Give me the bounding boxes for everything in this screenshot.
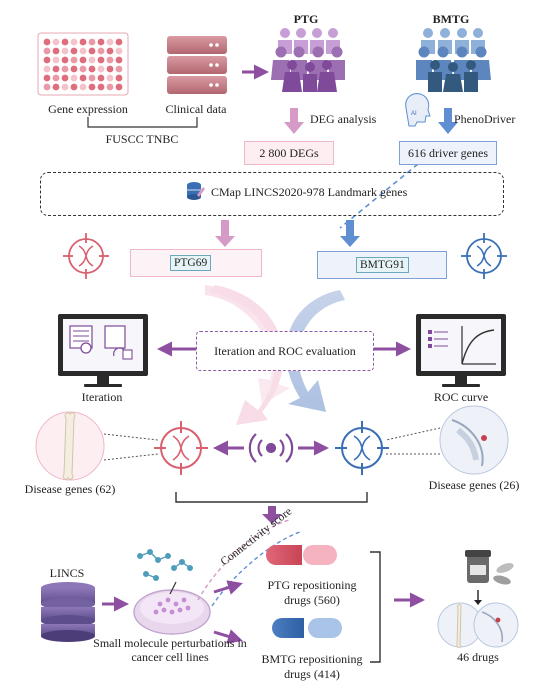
arrow-to-bmtg-drugs bbox=[213, 629, 243, 644]
driver-genes-label: 616 driver genes bbox=[408, 146, 488, 160]
bmtg-pill-icon bbox=[272, 618, 342, 638]
bmtg-title: BMTG bbox=[432, 12, 470, 26]
ptg-disease-genes-label: Disease genes (62) bbox=[24, 482, 116, 496]
cohort-label: FUSCC TNBC bbox=[105, 132, 179, 146]
ptg-drugs-label: PTG repositioning drugs (560) bbox=[267, 578, 357, 607]
bmtg-dashed-link bbox=[339, 163, 419, 229]
roc-curve-label: ROC curve bbox=[433, 390, 489, 404]
roc-monitor-icon bbox=[416, 314, 506, 387]
cmap-label: CMap LINCS2020-978 Landmark genes bbox=[211, 185, 408, 199]
clinical-data-server-icon bbox=[167, 36, 227, 94]
bmtg-disease-genes-label: Disease genes (26) bbox=[428, 478, 520, 492]
final-drugs-label: 46 drugs bbox=[457, 650, 499, 664]
bone-zoom-icon bbox=[35, 411, 159, 481]
ptg-target-dna-icon bbox=[63, 233, 109, 279]
phenodriver-label: PhenoDriver bbox=[454, 112, 516, 126]
signal-icon bbox=[248, 433, 294, 463]
iteration-monitor-icon bbox=[58, 314, 148, 387]
clinical-data-label: Clinical data bbox=[165, 102, 227, 116]
breast-zoom-icon bbox=[385, 405, 509, 475]
ptg-target-dna-middle-icon bbox=[154, 421, 208, 475]
molecules-icon bbox=[136, 549, 193, 582]
driver-genes-box: 616 driver genes bbox=[399, 141, 497, 165]
ptg-pill-icon bbox=[266, 545, 337, 565]
bmtg-target-dna-icon bbox=[461, 233, 507, 279]
gene-expression-icon bbox=[37, 32, 129, 96]
cmap-box: CMap LINCS2020-978 Landmark genes bbox=[40, 172, 504, 216]
blue-flow-arrow bbox=[285, 290, 345, 412]
connectivity-dash-pink bbox=[197, 519, 291, 601]
bmtg91-box: BMTG91 bbox=[317, 251, 447, 279]
ptg-patients-icon bbox=[271, 28, 345, 92]
ptg-title: PTG bbox=[293, 12, 319, 26]
bmtg-drugs-label: BMTG repositioning drugs (414) bbox=[261, 652, 363, 681]
lincs-label: LINCS bbox=[49, 566, 85, 580]
drugs-bracket bbox=[370, 551, 381, 663]
medicine-bottle-icon bbox=[465, 550, 514, 605]
bracket-down-arrow bbox=[262, 506, 282, 524]
degs-box: 2 800 DEGs bbox=[244, 141, 334, 165]
ai-head-icon bbox=[405, 93, 431, 127]
perturbations-label: Small molecule perturbations in cancer c… bbox=[93, 636, 247, 664]
ai-badge: AI bbox=[411, 111, 417, 117]
arrow-to-ptg-drugs bbox=[213, 580, 243, 595]
bmtg-patients-icon bbox=[416, 28, 491, 92]
deg-analysis-label: DEG analysis bbox=[310, 112, 377, 126]
bmtg-to-signature-arrow bbox=[340, 220, 360, 247]
connectivity-dash-blue bbox=[211, 531, 301, 607]
degs-label: 2 800 DEGs bbox=[259, 146, 319, 160]
petri-dish-icon bbox=[133, 581, 211, 635]
ptg69-box: PTG69 bbox=[130, 249, 262, 277]
middle-bracket bbox=[175, 492, 368, 503]
evaluation-box: Iteration and ROC evaluation bbox=[196, 331, 374, 371]
gene-expression-label: Gene expression bbox=[48, 102, 128, 116]
bmtg-target-dna-middle-icon bbox=[335, 421, 389, 475]
evaluation-label: Iteration and ROC evaluation bbox=[214, 344, 356, 358]
ptg-down-arrow bbox=[284, 108, 304, 134]
bmtg-down-arrow bbox=[438, 108, 458, 134]
bmtg91-label: BMTG91 bbox=[356, 257, 409, 273]
lincs-database-icon bbox=[41, 582, 95, 642]
ptg-to-signature-arrow bbox=[215, 220, 235, 247]
fuscc-bracket bbox=[87, 117, 198, 128]
final-zoom-icons bbox=[437, 602, 519, 648]
ptg69-label: PTG69 bbox=[170, 255, 212, 271]
database-icon bbox=[187, 182, 205, 200]
iteration-label: Iteration bbox=[81, 390, 123, 404]
